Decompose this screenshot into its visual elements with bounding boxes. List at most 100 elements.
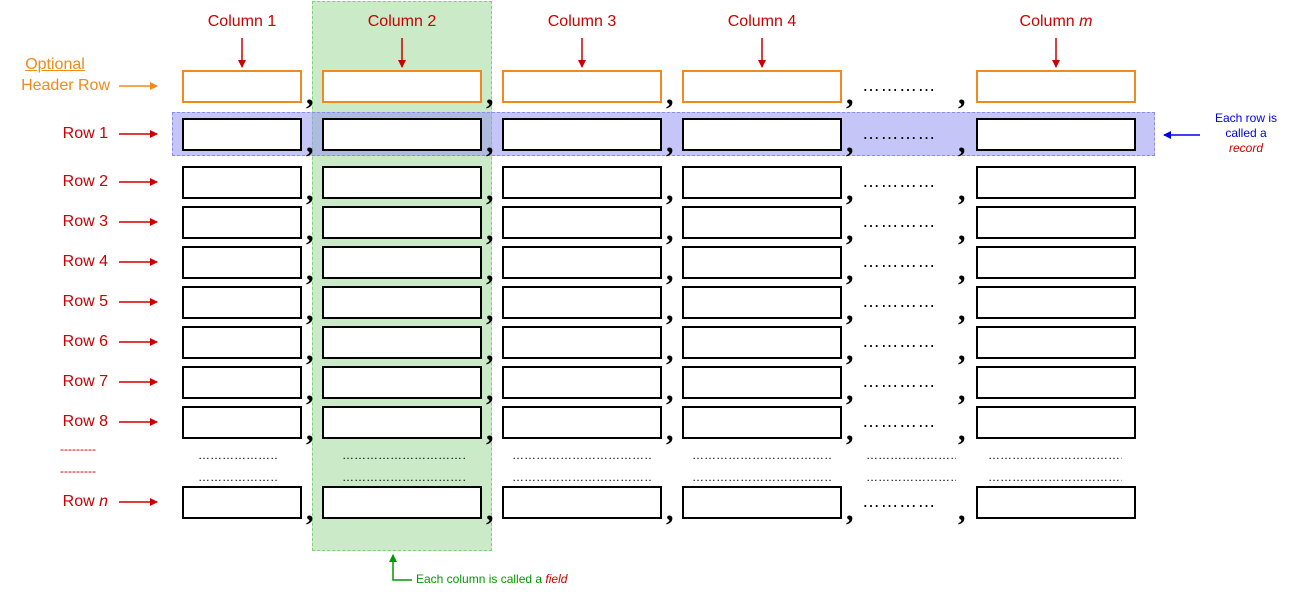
comma-separator: , <box>486 254 494 287</box>
data-cell <box>322 118 482 151</box>
data-cell <box>502 246 662 279</box>
data-cell <box>976 286 1136 319</box>
row-gap-dots: …………………………………………………………………………………………………………… <box>866 449 956 461</box>
comma-separator: , <box>666 174 674 207</box>
data-cell <box>976 206 1136 239</box>
comma-separator: , <box>486 414 494 447</box>
comma-separator: , <box>666 334 674 367</box>
column-gap-dots: ………… <box>862 291 936 311</box>
comma-separator: , <box>306 254 314 287</box>
comma-separator: , <box>306 494 314 527</box>
record-note: Each row is called a record <box>1214 111 1278 155</box>
data-cell <box>322 286 482 319</box>
row-gap-dots: …………………………………………………………………………………………………………… <box>866 471 956 483</box>
comma-separator: , <box>306 126 314 159</box>
comma-separator: , <box>486 374 494 407</box>
data-cell <box>322 246 482 279</box>
comma-separator: , <box>306 174 314 207</box>
row-label-1: Row 1 <box>62 125 108 142</box>
data-cell <box>682 206 842 239</box>
data-cell <box>502 326 662 359</box>
data-cell <box>682 118 842 151</box>
comma-separator: , <box>666 294 674 327</box>
comma-separator: , <box>958 334 966 367</box>
row-gap-dots: …………………………………………………………………………………………………………… <box>988 471 1122 483</box>
column-gap-dots: ………… <box>862 211 936 231</box>
comma-separator: , <box>958 78 966 111</box>
row-gap-dots: …………………………………………………………………………………………………………… <box>342 449 466 461</box>
data-cell <box>502 286 662 319</box>
comma-separator: , <box>958 126 966 159</box>
column-label-1: Column 1 <box>207 13 277 30</box>
data-cell <box>502 166 662 199</box>
data-cell <box>322 206 482 239</box>
comma-separator: , <box>486 334 494 367</box>
row-gap-dots: …………………………………………………………………………………………………………… <box>692 449 832 461</box>
column-gap-dots: ………… <box>862 251 936 271</box>
comma-separator: , <box>306 214 314 247</box>
comma-separator: , <box>846 254 854 287</box>
comma-separator: , <box>958 174 966 207</box>
data-cell <box>682 286 842 319</box>
data-cell <box>182 118 302 151</box>
comma-separator: , <box>486 126 494 159</box>
row-gap-dots: …………………………………………………………………………………………………………… <box>692 471 832 483</box>
column-gap-dots: ………… <box>862 371 936 391</box>
row-gap-dots: …………………………………………………………………………………………………………… <box>512 471 652 483</box>
comma-separator: , <box>846 414 854 447</box>
data-cell <box>976 366 1136 399</box>
data-cell <box>502 406 662 439</box>
comma-separator: , <box>846 294 854 327</box>
data-cell <box>682 366 842 399</box>
comma-separator: , <box>666 78 674 111</box>
comma-separator: , <box>486 174 494 207</box>
comma-separator: , <box>846 334 854 367</box>
column-gap-dots: ………… <box>862 75 936 95</box>
header-cell <box>682 70 842 103</box>
comma-separator: , <box>666 254 674 287</box>
data-cell <box>322 366 482 399</box>
comma-separator: , <box>486 494 494 527</box>
column-gap-dots: ………… <box>862 411 936 431</box>
data-cell <box>502 118 662 151</box>
header-cell <box>502 70 662 103</box>
data-cell <box>682 486 842 519</box>
header-row-text: Header Row <box>21 77 110 94</box>
row-gap-dots: …………………………………………………………………………………………………………… <box>198 471 278 483</box>
comma-separator: , <box>666 126 674 159</box>
comma-separator: , <box>666 494 674 527</box>
comma-separator: , <box>486 214 494 247</box>
comma-separator: , <box>958 254 966 287</box>
comma-separator: , <box>486 78 494 111</box>
data-cell <box>976 246 1136 279</box>
row-label-2: Row 2 <box>62 173 108 190</box>
data-cell <box>682 406 842 439</box>
row-ellipsis-1: --------- <box>60 442 96 456</box>
data-cell <box>976 166 1136 199</box>
comma-separator: , <box>306 374 314 407</box>
comma-separator: , <box>486 294 494 327</box>
comma-separator: , <box>306 334 314 367</box>
comma-separator: , <box>958 494 966 527</box>
field-note: Each column is called a field <box>416 572 568 586</box>
comma-separator: , <box>666 374 674 407</box>
column-label-4: Column 4 <box>727 13 797 30</box>
data-cell <box>976 118 1136 151</box>
data-cell <box>182 166 302 199</box>
row-label-n: Row n <box>62 493 108 510</box>
row-label-5: Row 5 <box>62 293 108 310</box>
data-cell <box>182 366 302 399</box>
comma-separator: , <box>846 174 854 207</box>
header-cell <box>976 70 1136 103</box>
header-cell <box>182 70 302 103</box>
data-cell <box>502 486 662 519</box>
data-cell <box>182 246 302 279</box>
column-label-3: Column 3 <box>547 13 617 30</box>
row-gap-dots: …………………………………………………………………………………………………………… <box>988 449 1122 461</box>
comma-separator: , <box>958 294 966 327</box>
comma-separator: , <box>846 78 854 111</box>
row-gap-dots: …………………………………………………………………………………………………………… <box>198 449 278 461</box>
comma-separator: , <box>306 414 314 447</box>
comma-separator: , <box>846 374 854 407</box>
